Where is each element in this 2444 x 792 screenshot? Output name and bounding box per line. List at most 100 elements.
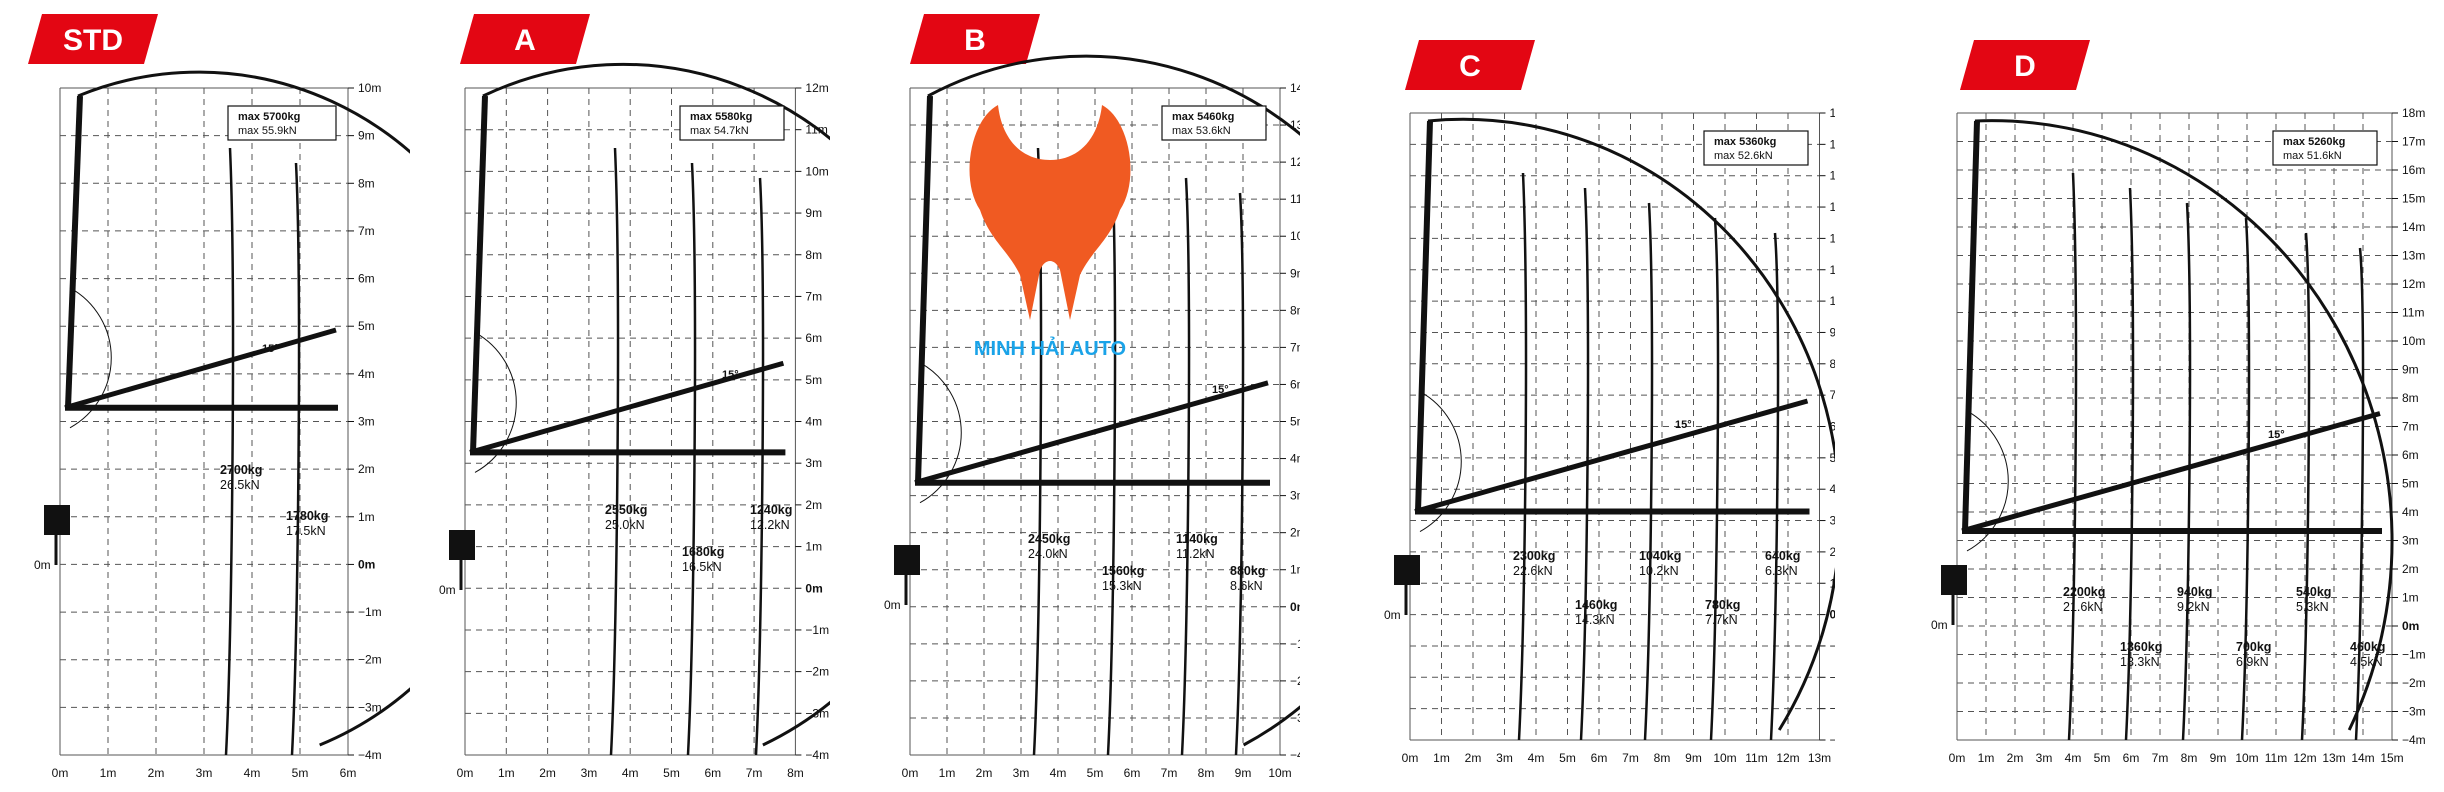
load-curve <box>609 147 620 756</box>
boom-15deg <box>1961 411 2381 534</box>
model-badge: C <box>1459 50 1481 83</box>
diagram-c: C0m1m2m3m4m5m6m7m8m9m10m11m12m13m16m15m1… <box>1384 40 1836 765</box>
y-tick-label: −2m <box>358 653 382 667</box>
load-label-kg: 2300kg <box>1513 549 1555 563</box>
x-tick-label: 9m <box>1235 766 1252 780</box>
x-tick-label: 4m <box>2065 751 2082 765</box>
y-tick-label: 18m <box>2402 106 2425 120</box>
load-label-kg: 2550kg <box>605 503 647 517</box>
y-tick-label: 5m <box>1830 451 1836 465</box>
x-tick-label: 7m <box>1161 766 1178 780</box>
x-tick-label: 5m <box>2094 751 2111 765</box>
x-tick-label: 4m <box>1050 766 1067 780</box>
crane-base <box>1394 555 1420 585</box>
max-load-box <box>2272 130 2378 166</box>
load-curve <box>1643 202 1654 741</box>
load-label-kn: 7.7kN <box>1705 613 1738 627</box>
y-tick-label: 4m <box>805 415 822 429</box>
y-tick-label: 3m <box>805 456 822 470</box>
x-tick-label: 2m <box>148 766 165 780</box>
load-label-kg: 1780kg <box>286 509 328 523</box>
y-tick-label: 5m <box>805 373 822 387</box>
x-tick-label: 6m <box>1591 751 1608 765</box>
y-tick-label: 11m <box>2402 306 2424 320</box>
x-tick-label: 5m <box>1559 751 1576 765</box>
y-tick-label: 17m <box>2402 135 2425 149</box>
y-tick-label: −2m <box>1830 670 1836 684</box>
y-tick-label: 0m <box>805 581 822 595</box>
y-tick-label: 13m <box>2402 249 2425 263</box>
x-tick-label: 7m <box>746 766 763 780</box>
max-load-kg: max 5460kg <box>1172 111 1234 123</box>
y-tick-label: 12m <box>805 81 828 95</box>
x-tick-label: 8m <box>1654 751 1671 765</box>
y-tick-label: 4m <box>1290 452 1300 466</box>
y-tick-label: 11m <box>1290 192 1300 206</box>
x-tick-label: 0m <box>1949 751 1966 765</box>
load-label-kn: 6.9kN <box>2236 655 2269 669</box>
y-tick-label: 15m <box>2402 192 2425 206</box>
y-tick-label: 12m <box>2402 277 2425 291</box>
load-label-kg: 1360kg <box>2120 640 2162 654</box>
load-curve <box>1517 172 1528 741</box>
y-tick-label: 10m <box>1830 294 1836 308</box>
y-tick-label: 3m <box>2402 534 2419 548</box>
x-tick-label: 13m <box>2322 751 2345 765</box>
load-curve <box>1180 177 1191 756</box>
y-tick-label: 2m <box>2402 562 2419 576</box>
x-tick-label: 2m <box>1465 751 1482 765</box>
boom-vertical <box>470 95 488 453</box>
y-tick-label: 1m <box>1830 576 1836 590</box>
boom-15deg <box>914 380 1269 486</box>
y-tick-label: −2m <box>805 665 829 679</box>
slewing-arc <box>474 331 517 473</box>
load-label-kn: 26.5kN <box>220 478 260 492</box>
angle-label: 15° <box>2268 429 2285 441</box>
load-label-kn: 13.3kN <box>2120 655 2160 669</box>
load-label-kg: 540kg <box>2296 585 2331 599</box>
y-tick-label: −3m <box>2402 705 2426 719</box>
y-tick-label: 10m <box>805 164 828 178</box>
slewing-arc <box>919 362 962 504</box>
x-tick-label: 0m <box>457 766 474 780</box>
x-tick-label: 13m <box>1808 751 1831 765</box>
y-tick-label: 9m <box>2402 363 2419 377</box>
y-tick-label: −1m <box>358 605 382 619</box>
badge-shape <box>1960 40 2090 90</box>
y-tick-label: 2m <box>805 498 822 512</box>
y-tick-label: 8m <box>358 176 375 190</box>
load-curve <box>2240 217 2251 741</box>
y-tick-label: 0m <box>1830 608 1836 622</box>
x-tick-label: 10m <box>1713 751 1736 765</box>
brand-logo-mark <box>969 105 1131 320</box>
angle-label: 15° <box>262 343 279 355</box>
y-tick-label: −3m <box>358 700 382 714</box>
y-tick-label: 6m <box>805 331 822 345</box>
angle-label: 15° <box>1675 419 1692 431</box>
y-tick-label: 0m <box>2402 619 2419 633</box>
y-tick-label: 5m <box>1290 415 1300 429</box>
origin-label: 0m <box>1931 618 1948 632</box>
load-curve <box>2124 187 2135 741</box>
x-tick-label: 1m <box>1433 751 1450 765</box>
boom-15deg <box>1414 398 1809 514</box>
y-tick-label: 6m <box>1830 420 1836 434</box>
y-tick-label: 11m <box>1830 263 1836 277</box>
load-curve <box>1579 187 1590 741</box>
reach-envelope <box>1427 117 1835 731</box>
load-label-kg: 880kg <box>1230 564 1265 578</box>
model-badge: A <box>514 24 536 57</box>
load-label-kg: 2700kg <box>220 463 262 477</box>
load-curve <box>1769 232 1780 741</box>
load-label-kg: 1140kg <box>1176 532 1218 546</box>
max-load-box <box>227 105 337 141</box>
load-label-kn: 5.3kN <box>2296 600 2329 614</box>
y-tick-label: 2m <box>1290 526 1300 540</box>
y-tick-label: 1m <box>1290 563 1300 577</box>
y-tick-label: 10m <box>2402 334 2425 348</box>
boom-vertical <box>65 95 83 408</box>
y-tick-label: −3m <box>1290 711 1300 725</box>
x-tick-label: 15m <box>2380 751 2403 765</box>
y-tick-label: 9m <box>358 129 375 143</box>
